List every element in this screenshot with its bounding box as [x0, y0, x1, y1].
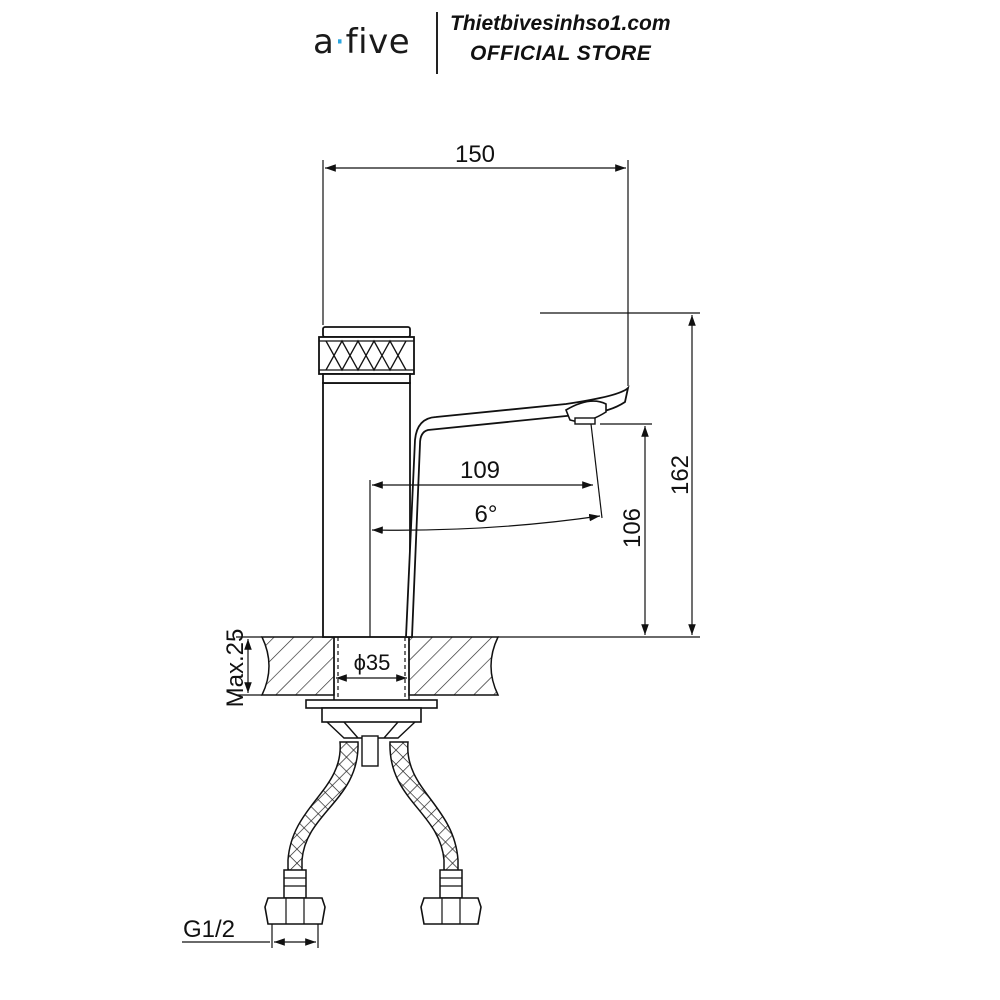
brand-dot: ·	[334, 22, 346, 62]
store-website: Thietbivesinhso1.com	[450, 12, 671, 35]
hose-left-nut	[264, 897, 326, 925]
countertop-section	[236, 636, 700, 696]
angle-dim-arc	[371, 513, 601, 534]
dimension-lines	[182, 160, 700, 948]
hose-right-nut	[420, 897, 482, 925]
dimension-labels: 150 162 106 109 6° Max.25 ϕ35 G1/2	[183, 141, 694, 943]
overall-height-label: 162	[667, 455, 694, 495]
backing-plate	[305, 699, 438, 709]
aerator-tip	[574, 417, 596, 425]
deck-right-hatch	[408, 636, 500, 696]
spout-reach-label: 109	[460, 457, 500, 484]
deck-thickness-label: Max.25	[222, 629, 249, 708]
brand-logo: a·five	[313, 22, 410, 62]
supply-hoses	[264, 741, 482, 925]
spout	[405, 385, 630, 638]
hose-left	[287, 741, 359, 881]
handle-base	[322, 373, 411, 384]
brand-prefix: a	[313, 22, 335, 62]
faucet-body	[318, 326, 630, 638]
threaded-stud	[361, 735, 379, 767]
faucet-column	[322, 382, 411, 638]
underdeck-fixing	[305, 699, 438, 767]
spout-height-label: 106	[619, 508, 646, 548]
hole-diameter-label: ϕ35	[354, 650, 391, 675]
thread-size-label: G1/2	[183, 916, 235, 943]
handle-knurl-pattern	[325, 339, 407, 372]
mounting-shank	[333, 637, 410, 700]
store-header: a·five Thietbivesinhso1.com OFFICIAL STO…	[0, 0, 1000, 90]
overall-width-label: 150	[455, 141, 495, 168]
header-divider	[436, 12, 438, 74]
spout-angle-label: 6°	[475, 501, 498, 528]
fixing-nut	[321, 707, 422, 723]
hose-right	[389, 741, 459, 881]
hose-right-ferrule	[439, 869, 463, 899]
handle-top	[322, 326, 411, 338]
brand-suffix: five	[345, 22, 411, 62]
deck-left-hatch	[260, 636, 335, 696]
store-label: OFFICIAL STORE	[470, 42, 652, 65]
hose-left-ferrule	[283, 869, 307, 899]
